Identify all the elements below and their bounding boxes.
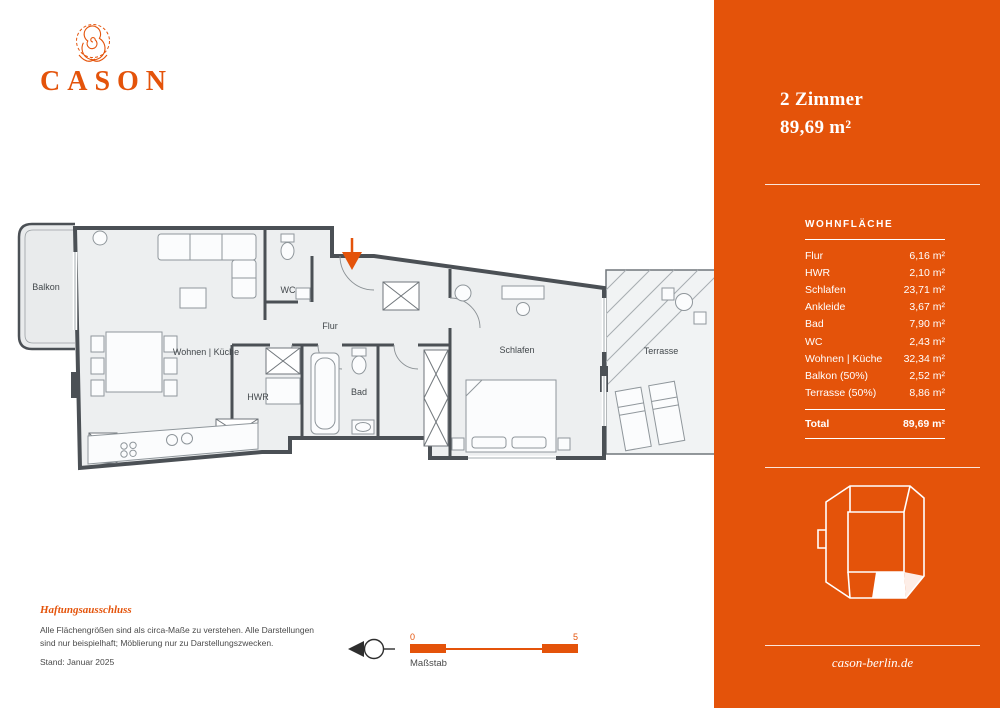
info-panel: 2 Zimmer 89,69 m² WOHNFLÄCHE Flur 6,16 m²… [714,0,1000,708]
room-label-wc: WC [281,285,296,295]
room-label-terrasse: Terrasse [644,346,679,356]
divider [765,645,980,646]
room-labels: Balkon Wohnen | Küche WC Flur HWR Bad Sc… [32,282,678,402]
unit-title: 2 Zimmer 89,69 m² [780,86,863,142]
row-label: WC [805,335,823,348]
row-value: 2,10 m² [909,266,945,279]
table-row: Terrasse (50%) 8,86 m² [805,385,945,402]
table-row: HWR 2,10 m² [805,264,945,281]
scale-bar: 0 5 Maßstab [410,632,578,669]
room-label-bad: Bad [351,387,367,397]
area-table-title: WOHNFLÄCHE [805,219,945,240]
divider [765,467,980,468]
row-label: Flur [805,249,824,262]
room-label-hwr: HWR [247,392,269,402]
area-total-row: Total 89,69 m² [805,408,945,439]
row-value: 8,86 m² [909,387,945,400]
table-row: Balkon (50%) 2,52 m² [805,367,945,384]
table-row: Ankleide 3,67 m² [805,299,945,316]
disclaimer-line-2: sind nur beispielhaft; Möblierung nur zu… [40,638,274,648]
unit-rooms: 2 Zimmer [780,89,864,110]
table-row: Wohnen | Küche 32,34 m² [805,350,945,367]
row-label: HWR [805,266,831,279]
scale-start-label: 0 [410,632,416,642]
website-link[interactable]: cason-berlin.de [831,655,914,670]
room-label-flur: Flur [322,321,338,331]
row-value: 2,52 m² [909,369,945,382]
table-row: Bad 7,90 m² [805,316,945,333]
furniture [87,230,707,465]
row-label: Terrasse (50%) [805,387,877,400]
row-label: Bad [805,318,824,331]
row-value: 3,67 m² [909,301,945,314]
room-label-schlafen: Schlafen [499,345,534,355]
row-value: 7,90 m² [909,318,945,331]
table-row: WC 2,43 m² [805,333,945,350]
plan-date: Stand: Januar 2025 [40,657,115,667]
total-label: Total [805,417,830,430]
table-row: Schlafen 23,71 m² [805,281,945,298]
row-label: Wohnen | Küche [805,352,883,365]
scale-line [410,648,578,650]
cason-rose-icon [76,24,110,62]
scale-end-label: 5 [572,632,578,642]
brand-logo-text: CASON [40,66,174,97]
table-row: Flur 6,16 m² [805,247,945,264]
row-value: 6,16 m² [909,249,945,262]
scale-segment [542,644,578,653]
disclaimer-line-1: Alle Flächengrößen sind als circa-Maße z… [40,625,315,635]
total-value: 89,69 m² [902,417,945,430]
windows [72,252,607,461]
living-area-table: WOHNFLÄCHE Flur 6,16 m² HWR 2,10 m² Schlaf… [805,219,945,439]
room-label-balkon: Balkon [32,282,60,292]
wall-column [71,372,78,398]
row-label: Ankleide [805,301,846,314]
interior-walls [230,228,452,458]
balcony-area [17,222,75,351]
floor-plan: Balkon Wohnen | Küche WC Flur HWR Bad Sc… [17,222,717,471]
disclaimer-title: Haftungsausschluss [40,604,132,616]
row-value: 23,71 m² [903,283,945,296]
row-label: Schlafen [805,283,846,296]
row-value: 32,34 m² [903,352,945,365]
row-label: Balkon (50%) [805,369,869,382]
scale-segment [410,644,446,653]
entrance-arrow-icon [342,238,362,270]
room-label-wohnen-kueche: Wohnen | Küche [173,347,239,357]
row-value: 2,43 m² [909,335,945,348]
scale-label: Maßstab [410,658,447,669]
building-site-plan [817,485,925,599]
disclaimer-text: Alle Flächengrößen sind als circa-Maße z… [40,624,314,669]
unit-area: 89,69 m² [780,117,852,138]
divider [765,184,980,185]
north-arrow-icon [348,638,395,660]
